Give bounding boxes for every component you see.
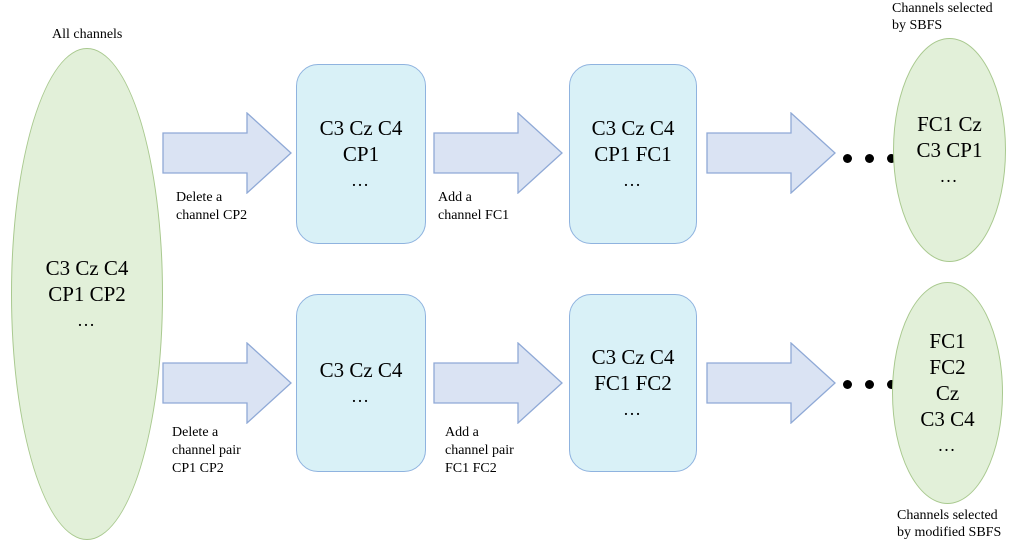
- bottom-box-1: C3 Cz C4 …: [296, 294, 426, 472]
- top-box-1: C3 Cz C4 CP1 …: [296, 64, 426, 244]
- dot: [843, 154, 852, 163]
- label-line: Delete a: [176, 190, 223, 205]
- bottom-arrow-2: [433, 342, 563, 424]
- bottom-arrow-3: [706, 342, 836, 424]
- bottom-arrow-1: [162, 342, 292, 424]
- bottom-continuation-dots: [843, 380, 896, 389]
- dot: [865, 380, 874, 389]
- modified-sbfs-caption-line: by modified SBFS: [897, 525, 1002, 540]
- bottom-box-2: C3 Cz C4 FC1 FC2 …: [569, 294, 697, 472]
- top-arrow-3: [706, 112, 836, 194]
- dot: [887, 154, 896, 163]
- bottom-arrow-2-label: Add a channel pair FC1 FC2: [445, 424, 514, 478]
- dot: [843, 380, 852, 389]
- dot: [865, 154, 874, 163]
- box-text-line: C3 Cz C4: [319, 116, 403, 140]
- sbfs-caption: Channels selected by SBFS: [892, 0, 993, 34]
- node-text-line: C3 C4: [920, 407, 975, 431]
- box-ellipsis: …: [623, 170, 643, 190]
- top-box-2: C3 Cz C4 CP1 FC1 …: [569, 64, 697, 244]
- node-text-line: FC1: [929, 329, 966, 353]
- node-text-line: C3 CP1: [916, 138, 983, 162]
- sbfs-caption-line: by SBFS: [892, 18, 943, 33]
- node-ellipsis: …: [77, 310, 97, 330]
- box-ellipsis: …: [351, 386, 371, 406]
- dot: [887, 380, 896, 389]
- top-arrow-1: [162, 112, 292, 194]
- top-arrow-2: [433, 112, 563, 194]
- label-line: channel pair: [172, 443, 241, 458]
- box-text-line: CP1 FC1: [594, 142, 672, 166]
- label-line: FC1 FC2: [445, 461, 497, 476]
- box-text-line: CP1: [342, 142, 380, 166]
- node-text-line: C3 Cz C4: [45, 256, 129, 280]
- label-line: Delete a: [172, 425, 219, 440]
- label-line: channel FC1: [438, 208, 510, 223]
- box-text-line: C3 Cz C4: [591, 116, 675, 140]
- all-channels-label: All channels: [52, 27, 123, 42]
- node-text-line: CP1 CP2: [48, 282, 126, 306]
- box-ellipsis: …: [351, 170, 371, 190]
- box-text-line: C3 Cz C4: [319, 358, 403, 382]
- top-continuation-dots: [843, 154, 896, 163]
- label-line: channel CP2: [176, 208, 248, 223]
- modified-sbfs-caption-line: Channels selected: [897, 508, 998, 523]
- node-ellipsis: …: [937, 435, 958, 455]
- node-text-line: FC1 Cz: [917, 112, 982, 136]
- box-ellipsis: …: [623, 399, 643, 419]
- all-channels-node: C3 Cz C4 CP1 CP2 …: [11, 48, 163, 540]
- label-line: CP1 CP2: [172, 461, 224, 476]
- modified-sbfs-result-node: FC1 FC2 Cz C3 C4 …: [892, 282, 1003, 504]
- label-line: channel pair: [445, 443, 514, 458]
- label-line: Add a: [445, 425, 479, 440]
- label-line: Add a: [438, 190, 472, 205]
- node-text-line: FC2: [929, 355, 966, 379]
- box-text-line: C3 Cz C4: [591, 345, 675, 369]
- box-text-line: FC1 FC2: [594, 371, 672, 395]
- top-arrow-2-label: Add a channel FC1: [438, 189, 509, 225]
- sbfs-caption-line: Channels selected: [892, 1, 993, 16]
- node-text-line: Cz: [935, 381, 960, 405]
- bottom-arrow-1-label: Delete a channel pair CP1 CP2: [172, 424, 241, 478]
- top-arrow-1-label: Delete a channel CP2: [176, 189, 247, 225]
- sbfs-result-node: FC1 Cz C3 CP1 …: [893, 38, 1006, 262]
- modified-sbfs-caption: Channels selected by modified SBFS: [897, 507, 1001, 541]
- node-ellipsis: …: [939, 166, 960, 186]
